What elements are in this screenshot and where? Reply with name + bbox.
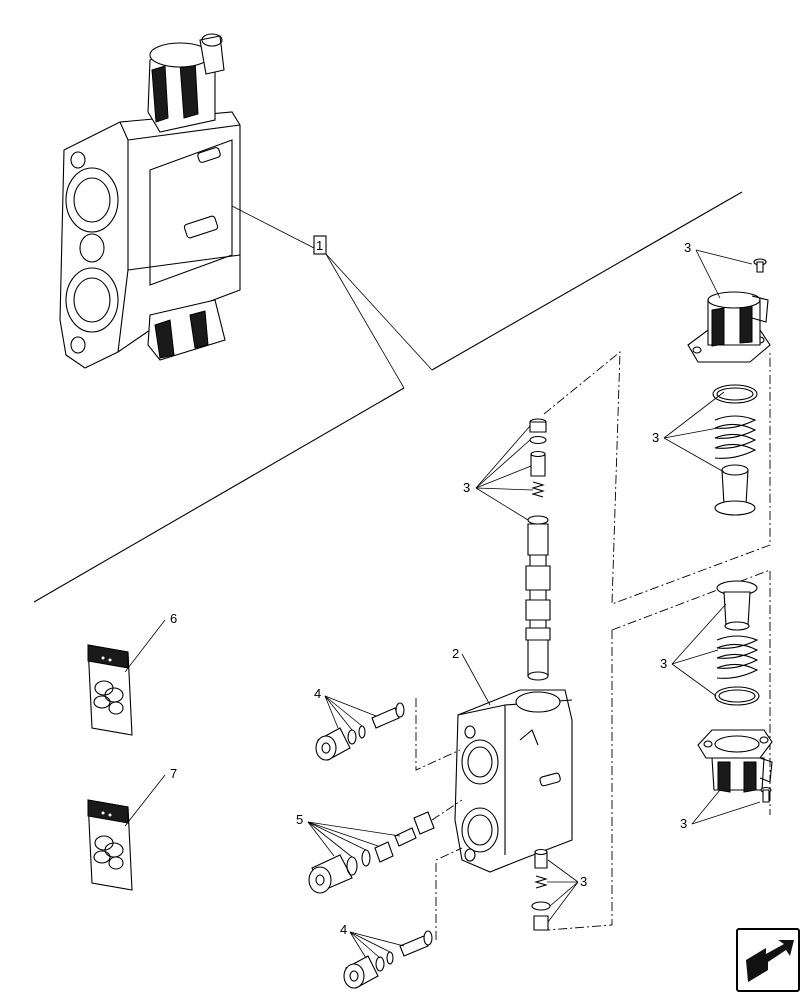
seal-kit-bag-6: 6: [87, 611, 177, 736]
callout-4-upper: 4: [314, 686, 321, 701]
plug-parts-lower: [343, 930, 433, 989]
valve-section-assembly: [59, 33, 241, 369]
callout-6: 6: [170, 611, 177, 626]
callout-3-right-top: 3: [684, 240, 691, 255]
callout-1-group: 1: [33, 191, 743, 603]
callout-3-spool-group: 3: [463, 425, 534, 521]
callout-2: 2: [452, 646, 459, 661]
callout-5-group: 5: [296, 812, 401, 858]
callout-3-right-lower-spring: 3: [660, 656, 667, 671]
seal-kit-bag-7: 7: [87, 766, 177, 891]
assembly-centerlines: [415, 350, 771, 940]
next-page-arrow-icon: [746, 940, 794, 982]
next-page-button[interactable]: [736, 928, 800, 992]
callout-3-right-bottom-group: 3 3: [660, 603, 761, 831]
callout-3-right-top-group: 3 3: [652, 240, 753, 473]
callout-4-upper-group: 4: [314, 686, 377, 731]
plug-parts-upper: [315, 702, 405, 761]
solenoid-kit-upper: [687, 258, 771, 516]
callout-1: 1: [316, 238, 323, 253]
callout-3-bottom: 3: [580, 874, 587, 889]
solenoid-kit-lower: [697, 580, 773, 803]
bottom-detent-parts: [531, 848, 551, 931]
callout-3-right-bottom: 3: [680, 816, 687, 831]
callout-7: 7: [170, 766, 177, 781]
relief-valve-parts: [308, 811, 435, 894]
callout-4-lower: 4: [340, 922, 347, 937]
spool-parts-stack: [525, 418, 551, 681]
callout-2-group: 2: [452, 646, 491, 706]
callout-5: 5: [296, 812, 303, 827]
callout-3-spool: 3: [463, 480, 470, 495]
callout-3-right-spring: 3: [652, 430, 659, 445]
valve-body-section: [454, 689, 573, 873]
callout-4-lower-group: 4: [340, 922, 405, 959]
callout-3-bottom-group: 3: [547, 859, 587, 923]
